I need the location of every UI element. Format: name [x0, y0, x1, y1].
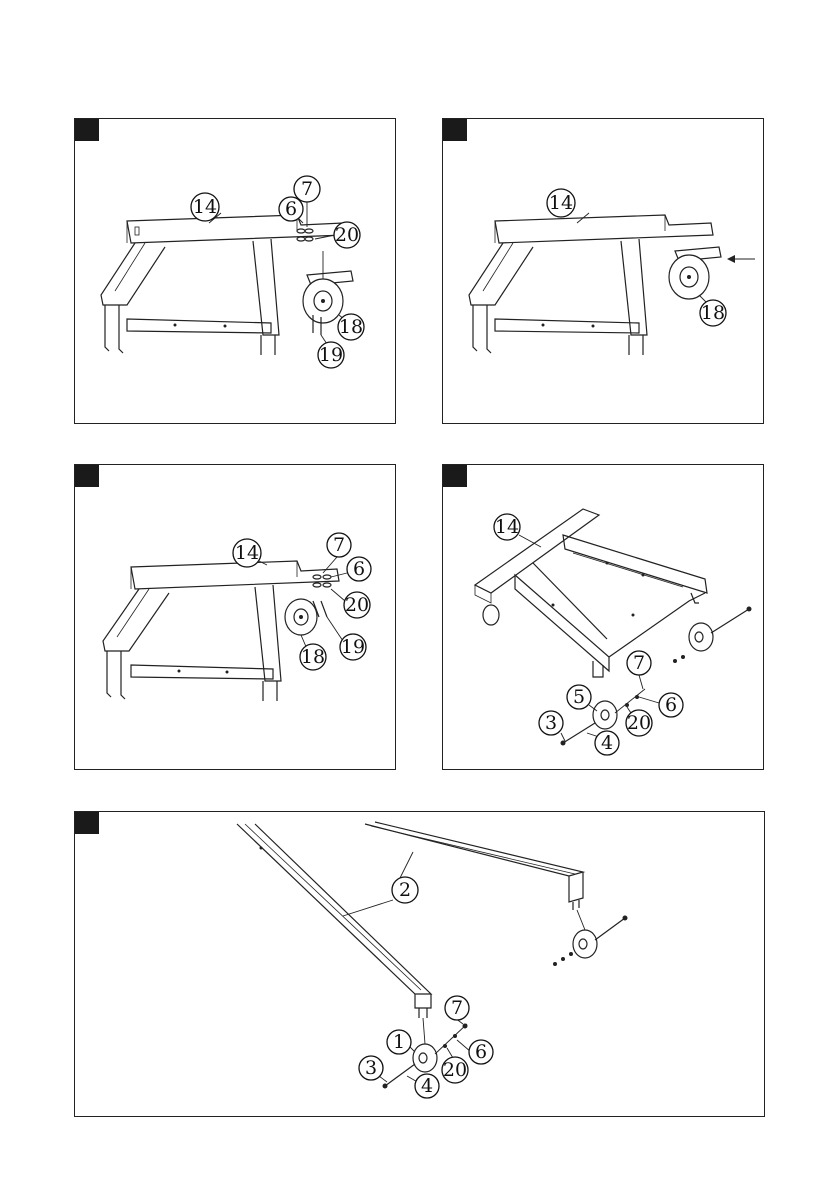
- caster-wheel-icon: [303, 251, 353, 323]
- svg-text:14: 14: [549, 192, 573, 214]
- svg-text:3: 3: [545, 712, 557, 734]
- wheel-icon: [573, 930, 597, 958]
- svg-text:14: 14: [193, 196, 217, 218]
- svg-text:18: 18: [339, 316, 363, 338]
- bolt-icon: [711, 607, 752, 634]
- callout-3: 3: [359, 1056, 387, 1082]
- svg-text:5: 5: [573, 686, 585, 708]
- svg-text:20: 20: [627, 712, 651, 734]
- bolt-icon: [595, 916, 628, 941]
- step-panel-5: 2 7 1 6 3 20 4: [74, 811, 765, 1117]
- base-frame-diagram: 14 6 7 20 18 19: [75, 119, 397, 425]
- callout-20: 20: [331, 589, 370, 618]
- svg-text:14: 14: [235, 542, 259, 564]
- svg-text:6: 6: [665, 694, 677, 716]
- wheel-icon: [483, 605, 499, 625]
- callout-2: 2: [343, 852, 418, 916]
- svg-text:7: 7: [301, 178, 313, 200]
- bolt-icon: [383, 1064, 416, 1089]
- wheel-icon: [689, 623, 713, 651]
- callout-1: 1: [387, 1030, 415, 1054]
- arrow-icon: [727, 255, 755, 263]
- callout-19: 19: [327, 617, 366, 660]
- caster-wheel-icon: [285, 599, 317, 635]
- svg-text:19: 19: [341, 636, 365, 658]
- svg-text:18: 18: [701, 302, 725, 324]
- callout-6: 6: [279, 197, 303, 223]
- svg-text:19: 19: [319, 344, 343, 366]
- base-frame-diagram: 14 7 6 20 19 18: [75, 465, 397, 771]
- svg-text:18: 18: [301, 646, 325, 668]
- callout-14: 14: [494, 514, 541, 547]
- svg-text:6: 6: [285, 198, 297, 220]
- step-panel-3: 14 7 6 20 19 18: [74, 464, 396, 770]
- callout-4: 4: [587, 731, 619, 755]
- rear-stabilizer-diagram: 2 7 1 6 3 20 4: [75, 812, 766, 1118]
- callout-20: 20: [626, 707, 652, 736]
- svg-text:20: 20: [345, 594, 369, 616]
- svg-text:20: 20: [335, 224, 359, 246]
- svg-text:4: 4: [421, 1075, 433, 1097]
- washer-stack-icon: [297, 229, 313, 241]
- callout-14: 14: [233, 539, 267, 567]
- step-panel-1: 14 6 7 20 18 19: [74, 118, 396, 424]
- base-frame-diagram: 14 18: [443, 119, 765, 425]
- svg-text:6: 6: [353, 558, 365, 580]
- step-panel-2: 14 18: [442, 118, 764, 424]
- svg-text:1: 1: [393, 1031, 405, 1053]
- svg-text:7: 7: [333, 534, 345, 556]
- callout-4: 4: [407, 1074, 439, 1098]
- callout-18: 18: [300, 635, 326, 670]
- svg-text:4: 4: [601, 732, 613, 754]
- callout-5: 5: [567, 685, 597, 711]
- callout-7: 7: [627, 651, 651, 689]
- svg-text:6: 6: [475, 1041, 487, 1063]
- svg-text:3: 3: [365, 1057, 377, 1079]
- caster-wheel-icon: [669, 247, 721, 299]
- svg-text:7: 7: [451, 997, 463, 1019]
- step-panel-4: 14 7 5 6 3 20 4: [442, 464, 764, 770]
- wheel-icon: [413, 1044, 437, 1072]
- svg-text:14: 14: [495, 516, 519, 538]
- callout-18: 18: [338, 314, 364, 340]
- callout-18: 18: [699, 295, 726, 326]
- callout-3: 3: [539, 711, 565, 741]
- callout-20: 20: [315, 222, 360, 248]
- wheel-icon: [593, 701, 617, 729]
- svg-text:20: 20: [443, 1059, 467, 1081]
- svg-text:2: 2: [399, 879, 411, 901]
- svg-text:7: 7: [633, 652, 645, 674]
- callout-19: 19: [318, 335, 344, 368]
- base-frame-isometric-diagram: 14 7 5 6 3 20 4: [443, 465, 765, 771]
- callout-7: 7: [445, 996, 469, 1024]
- callout-20: 20: [442, 1048, 468, 1083]
